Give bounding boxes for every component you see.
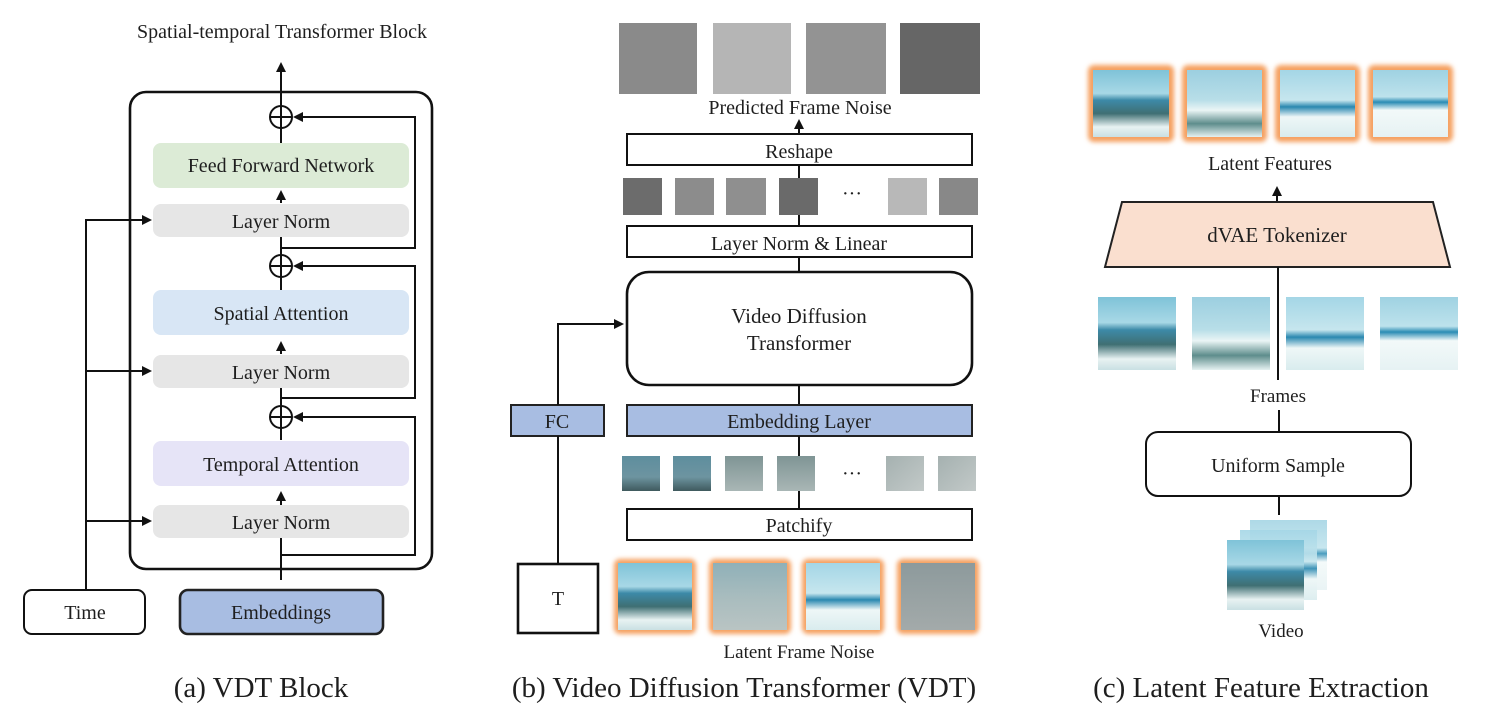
panel-c-feature-extraction: Latent Features dVAE Tokenizer Frames Un… bbox=[1088, 65, 1458, 704]
layer-norm-label: Layer Norm bbox=[232, 362, 331, 384]
frames-label: Frames bbox=[1250, 386, 1306, 407]
latent-frame-noise-label: Latent Frame Noise bbox=[724, 642, 875, 663]
latent-feature-frame bbox=[1093, 70, 1169, 137]
reshape-label: Reshape bbox=[765, 141, 833, 163]
patchify-box bbox=[626, 508, 973, 541]
time-label: Time bbox=[64, 602, 106, 624]
latent-noise-frames bbox=[614, 559, 979, 634]
embeddings-label: Embeddings bbox=[231, 602, 331, 624]
skip-connection bbox=[281, 261, 416, 399]
temporal-attention-block bbox=[153, 441, 409, 486]
residual-add-icon bbox=[269, 254, 293, 278]
layer-norm-label: Layer Norm bbox=[232, 211, 331, 233]
sampled-frame bbox=[1380, 297, 1458, 370]
panel-c-caption: (c) Latent Feature Extraction bbox=[1093, 672, 1429, 704]
panel-b-vdt: Predicted Frame Noise Reshape ··· Layer … bbox=[510, 23, 980, 704]
spatial-attention-block bbox=[153, 290, 409, 335]
output-token bbox=[726, 178, 766, 215]
spatial-attention-label: Spatial Attention bbox=[214, 303, 349, 325]
predicted-noise-frame bbox=[619, 23, 697, 94]
output-token bbox=[623, 178, 662, 215]
patchify-label: Patchify bbox=[766, 515, 833, 537]
token-ellipsis: ··· bbox=[842, 183, 862, 205]
time-embedding-arrow bbox=[557, 319, 624, 405]
layer-norm-block bbox=[153, 355, 409, 388]
dvae-tokenizer-box bbox=[1103, 201, 1452, 268]
temporal-attention-label: Temporal Attention bbox=[203, 454, 359, 476]
panel-a-vdt-block: Spatial-temporal Transformer Block bbox=[23, 21, 434, 704]
time-conditioning-line bbox=[85, 215, 152, 590]
time-input-box bbox=[23, 589, 146, 635]
layer-norm-block bbox=[153, 505, 409, 538]
embeddings-input-box bbox=[178, 588, 385, 636]
predicted-noise-frame bbox=[806, 23, 886, 94]
latent-feature-frame bbox=[1373, 70, 1448, 137]
video-stack-icon bbox=[1227, 520, 1327, 610]
predicted-noise-frame bbox=[900, 23, 980, 94]
vdt-label-line2: Transformer bbox=[747, 331, 851, 355]
sampled-frame bbox=[1192, 297, 1270, 370]
sampled-frame bbox=[1286, 297, 1364, 370]
latent-feature-frame bbox=[1187, 70, 1262, 137]
uniform-sample-label: Uniform Sample bbox=[1211, 455, 1345, 477]
input-patch bbox=[938, 456, 976, 491]
predicted-frame-noise-label: Predicted Frame Noise bbox=[708, 97, 891, 119]
input-patch bbox=[886, 456, 924, 491]
feed-forward-label: Feed Forward Network bbox=[188, 155, 375, 177]
layer-norm-linear-label: Layer Norm & Linear bbox=[711, 233, 887, 255]
panel-a-title: Spatial-temporal Transformer Block bbox=[137, 21, 427, 43]
input-patch bbox=[622, 456, 660, 491]
latent-feature-frame bbox=[1280, 70, 1355, 137]
latent-features-label: Latent Features bbox=[1208, 153, 1332, 175]
timestep-t-label: T bbox=[552, 588, 564, 610]
output-token bbox=[888, 178, 927, 215]
layer-norm-block bbox=[153, 204, 409, 237]
latent-feature-frames bbox=[1088, 65, 1453, 142]
timestep-t-box bbox=[516, 562, 600, 635]
sampled-frame bbox=[1098, 297, 1176, 370]
video-label: Video bbox=[1258, 621, 1303, 642]
embedding-layer-box bbox=[626, 404, 973, 437]
embedding-layer-label: Embedding Layer bbox=[727, 411, 871, 433]
fc-label: FC bbox=[545, 411, 569, 433]
output-token bbox=[779, 178, 818, 215]
latent-noise-frame bbox=[713, 563, 787, 630]
output-token bbox=[939, 178, 978, 215]
residual-add-icon bbox=[269, 105, 293, 129]
panel-b-caption: (b) Video Diffusion Transformer (VDT) bbox=[512, 672, 976, 704]
video-diffusion-transformer-box bbox=[625, 270, 974, 387]
predicted-noise-frame bbox=[713, 23, 791, 94]
latent-noise-frame bbox=[806, 563, 880, 630]
dvae-tokenizer-label: dVAE Tokenizer bbox=[1207, 223, 1346, 247]
patch-ellipsis: ··· bbox=[842, 463, 862, 485]
input-patch bbox=[725, 456, 763, 491]
skip-connection bbox=[281, 112, 416, 249]
layer-norm-label: Layer Norm bbox=[232, 512, 331, 534]
output-token bbox=[675, 178, 714, 215]
vdt-label-line1: Video Diffusion bbox=[731, 304, 867, 328]
feed-forward-block bbox=[153, 143, 409, 188]
latent-noise-frame bbox=[901, 563, 975, 630]
residual-add-icon bbox=[269, 405, 293, 429]
latent-noise-frame bbox=[618, 563, 692, 630]
input-patch bbox=[673, 456, 711, 491]
panel-a-caption: (a) VDT Block bbox=[174, 672, 349, 704]
skip-connection bbox=[281, 412, 416, 556]
input-patch bbox=[777, 456, 815, 491]
